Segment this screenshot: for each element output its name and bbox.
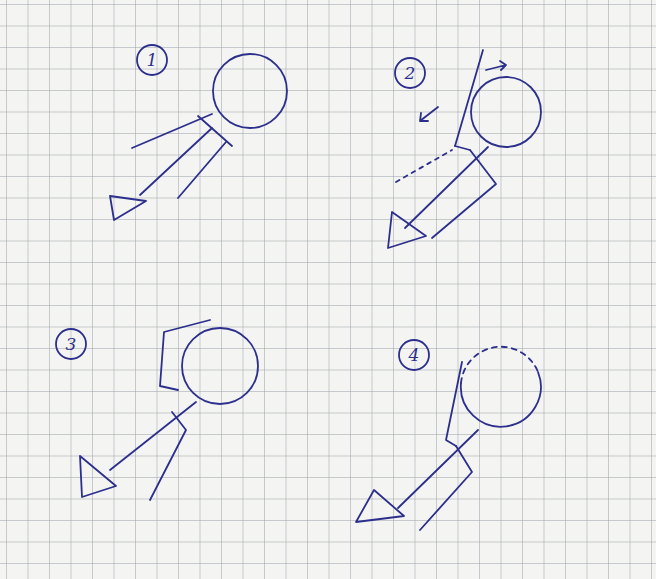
dashed-arc (461, 347, 538, 383)
bracket-line (160, 320, 210, 390)
callout-circle (56, 329, 86, 359)
ink-strokes (56, 45, 541, 530)
arrow-head (80, 456, 116, 497)
small-arrow (486, 61, 506, 70)
stroke-line (405, 147, 488, 228)
stroke-line (398, 430, 478, 508)
arrow-head (356, 490, 404, 522)
dashed-line (396, 150, 452, 182)
stroke-line (178, 142, 226, 198)
stroke-line (420, 446, 472, 530)
stroke-line (455, 146, 470, 150)
callout-circle (399, 340, 429, 370)
stroke-line (432, 150, 496, 238)
ball-circle (182, 328, 258, 404)
callout-number: 3 (66, 336, 77, 353)
small-arrow (420, 107, 438, 121)
stroke-line (198, 116, 232, 146)
callout-circle (395, 58, 425, 88)
callout-circle (137, 45, 167, 75)
ball-circle (471, 77, 541, 147)
stroke-line (140, 128, 212, 195)
stroke-line (150, 412, 186, 500)
ball-circle (213, 54, 287, 128)
ball-circle (461, 372, 541, 427)
callout-number: 2 (405, 65, 416, 82)
arrow-head (388, 212, 426, 248)
stroke-line (455, 50, 483, 146)
bracket-line (446, 362, 462, 446)
arrow-head (110, 196, 146, 220)
callout-number: 4 (409, 347, 420, 364)
callout-number: 1 (147, 52, 158, 69)
stroke-line (132, 114, 212, 148)
